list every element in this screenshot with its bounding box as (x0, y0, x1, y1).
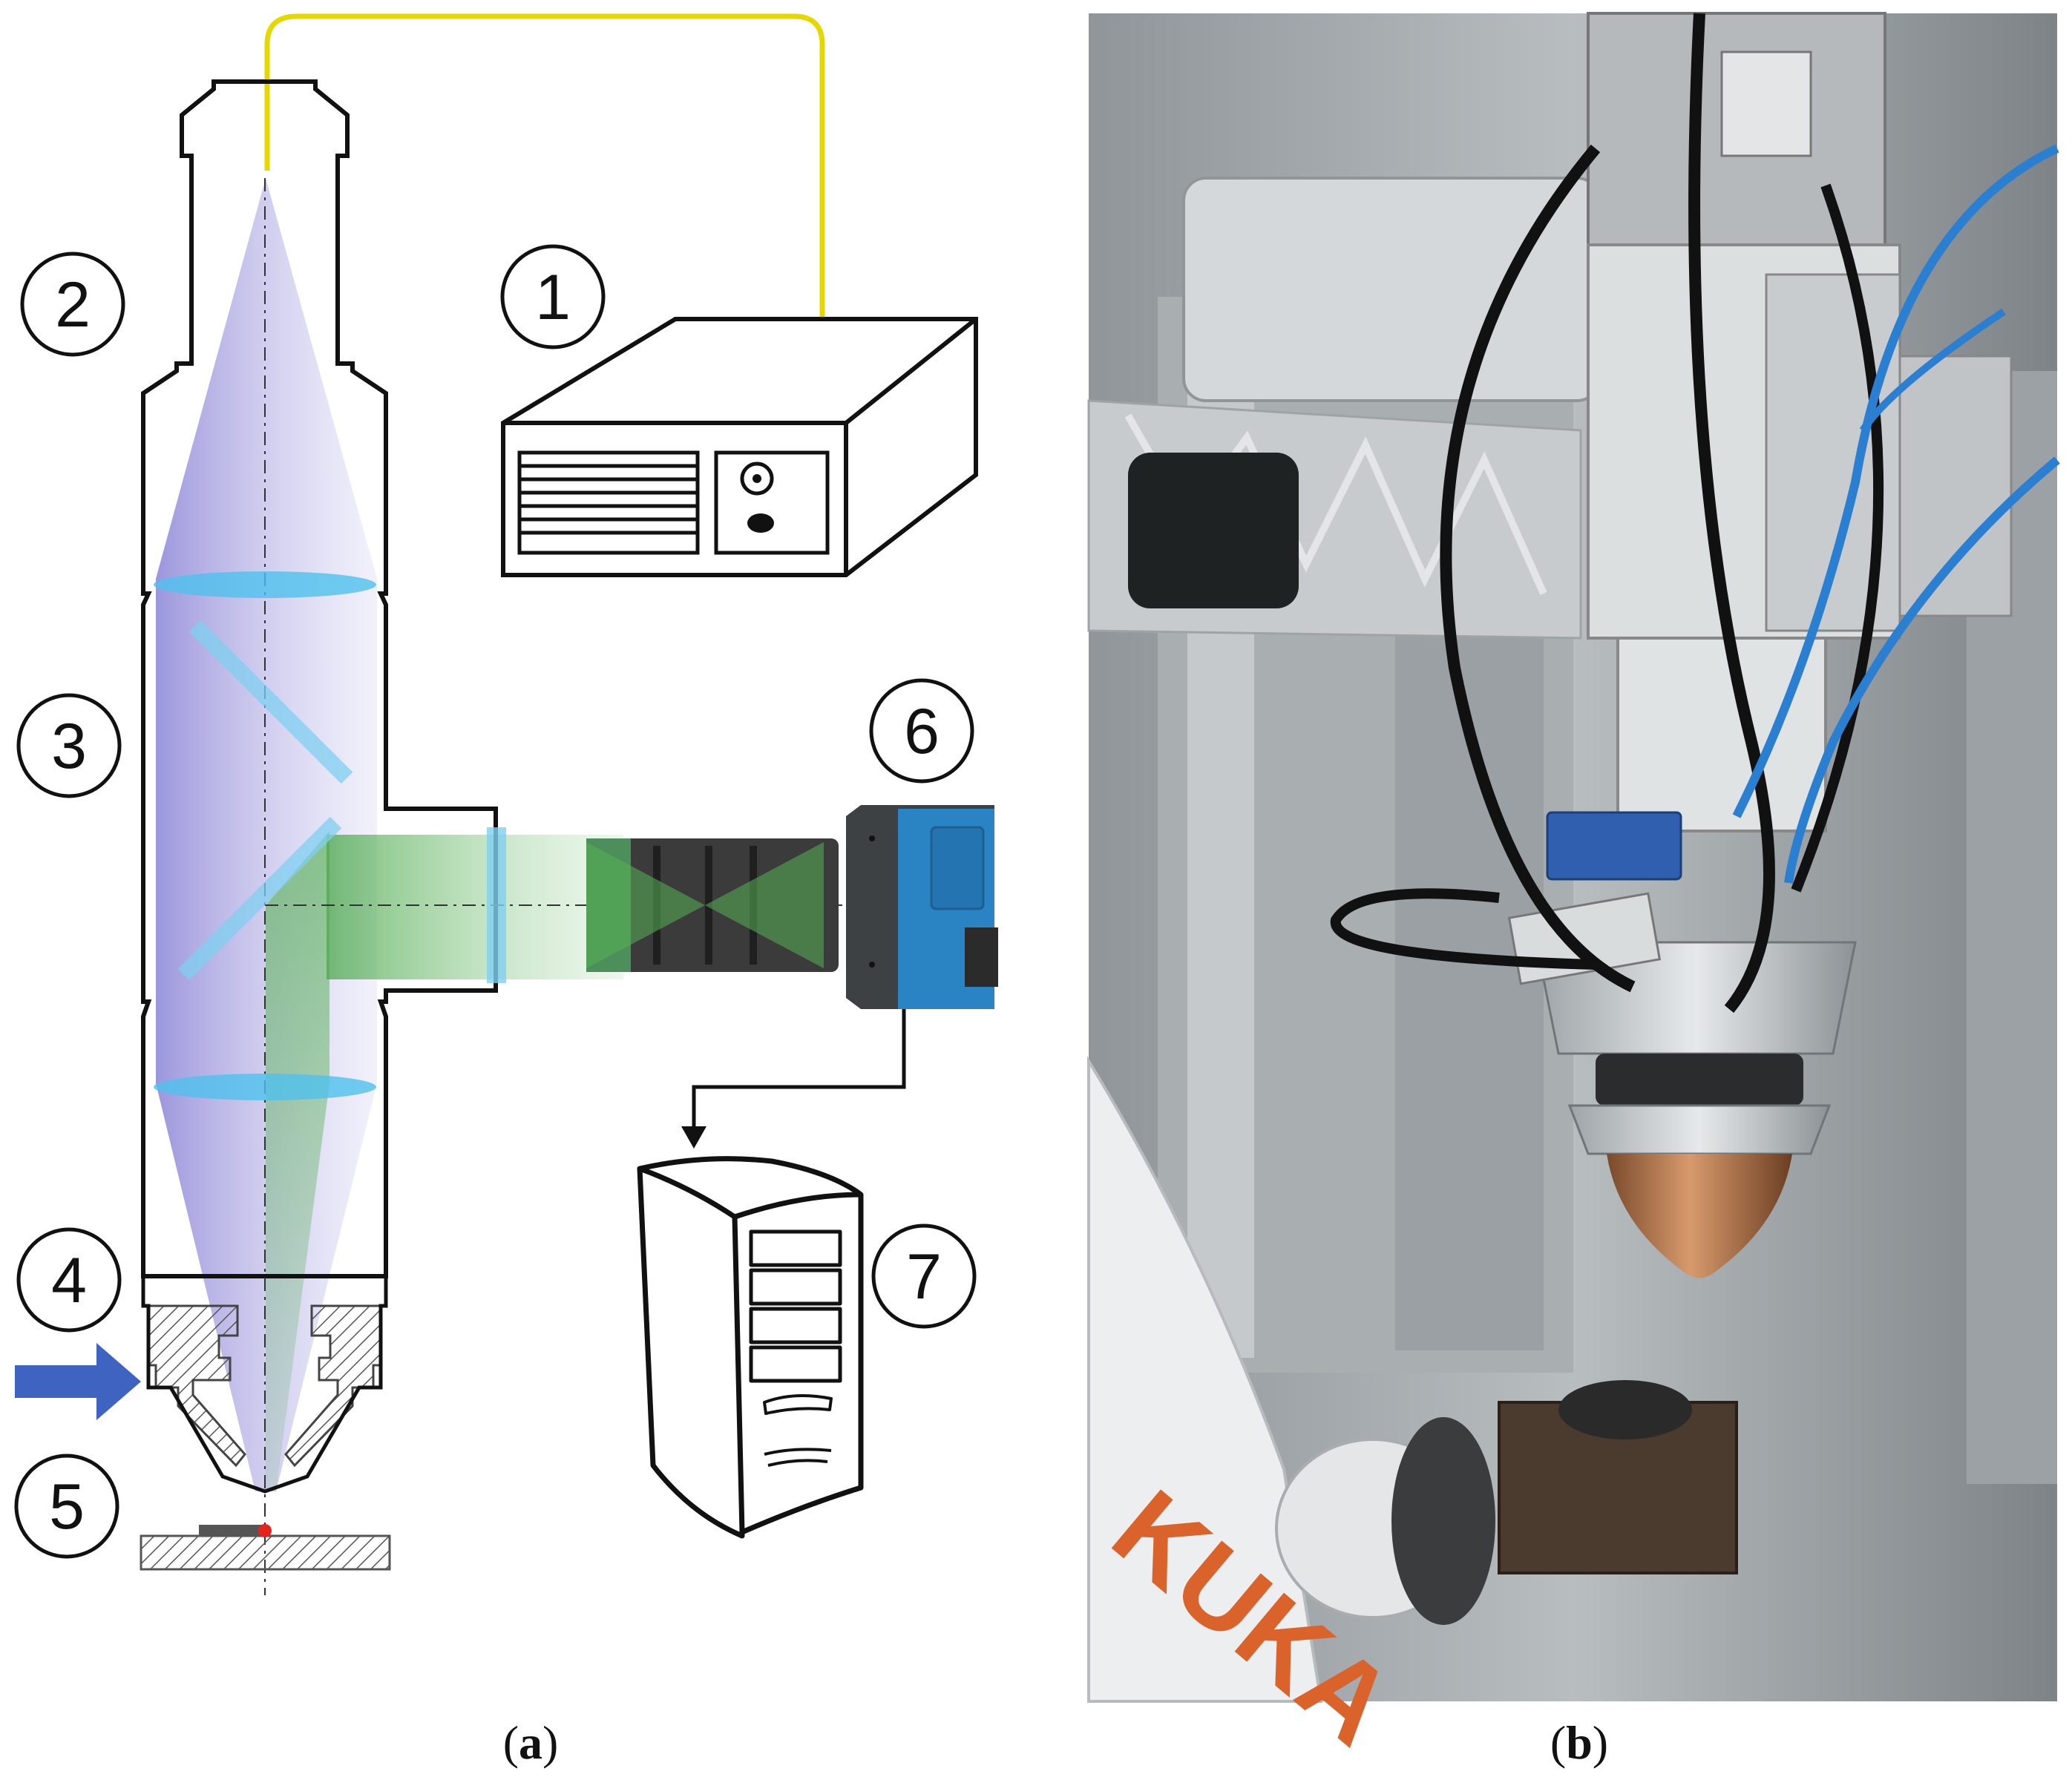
focusing-lens (154, 1074, 376, 1100)
observation-path-vertical (266, 831, 330, 1491)
hose-left (1440, 144, 1636, 993)
control-panel (714, 450, 830, 555)
svg-text:1: 1 (535, 262, 571, 333)
label-4: 4 (16, 1227, 122, 1333)
melt-pool-spot (258, 1524, 272, 1537)
svg-text:6: 6 (904, 696, 940, 767)
laser-beam-cone (156, 178, 377, 1491)
processing-head-housing (141, 79, 498, 1278)
svg-text:4: 4 (51, 1245, 87, 1316)
camera-data-cable (692, 1009, 906, 1132)
blue-gas-line-3 (1859, 308, 2006, 433)
nozzle-ring-dark (1596, 1054, 1803, 1106)
hose-far-right (1791, 183, 1884, 893)
svg-text:2: 2 (55, 269, 91, 341)
vent-grille (517, 450, 700, 555)
blue-sensor-block (1546, 811, 1682, 881)
label-5: 5 (14, 1454, 119, 1559)
side-window (487, 827, 506, 983)
dichroic-mirror-upper (188, 620, 353, 784)
workpiece-base (140, 1534, 391, 1571)
copper-nozzle-tip (1607, 1154, 1792, 1278)
svg-text:7: 7 (906, 1241, 942, 1313)
robot-flange-housing (1182, 177, 1601, 402)
observation-path-horizontal (327, 835, 623, 979)
panel-a-caption: (a) (503, 1716, 559, 1769)
label-6: 6 (869, 678, 974, 784)
dichroic-mirror-lower (177, 816, 342, 981)
blue-gas-line-1 (1732, 144, 2059, 818)
svg-text:5: 5 (49, 1471, 85, 1543)
nozzle-ring-lower (1567, 1104, 1832, 1155)
camera-objective-black (1128, 453, 1299, 608)
label-1: 1 (500, 244, 606, 349)
blue-gas-line-2 (1784, 456, 2060, 884)
label-3: 3 (16, 693, 122, 798)
panel-a-schematic: 1 2 3 4 5 6 7 (a) (14, 13, 998, 1769)
collimation-lens (154, 571, 376, 598)
svg-text:3: 3 (51, 711, 87, 782)
panel-b-photo: KUKA (b) (1087, 12, 2060, 1769)
gas-inlet-arrow (15, 1343, 141, 1420)
label-7: 7 (871, 1224, 977, 1329)
hose-loop (1330, 888, 1596, 970)
panel-b-caption: (b) (1550, 1716, 1608, 1769)
nozzle-left (147, 1304, 246, 1468)
deposited-layer (199, 1525, 266, 1537)
computer-tower (637, 1156, 864, 1539)
hose-right (1688, 13, 1775, 1014)
emission-button-icon (747, 513, 774, 533)
laser-source-unit (501, 317, 978, 577)
data-cable-arrowhead (681, 1126, 706, 1149)
label-2: 2 (20, 252, 125, 357)
head-lower-module (1616, 637, 1827, 832)
camera-lens (586, 838, 839, 972)
robot-arm-white (1087, 1055, 1323, 1703)
optical-fiber (264, 13, 825, 319)
nozzle-right (284, 1304, 382, 1468)
nozzle-outline (141, 1276, 388, 1494)
nozzle-cone-silver (1535, 941, 1857, 1055)
camera-body (846, 805, 998, 1009)
